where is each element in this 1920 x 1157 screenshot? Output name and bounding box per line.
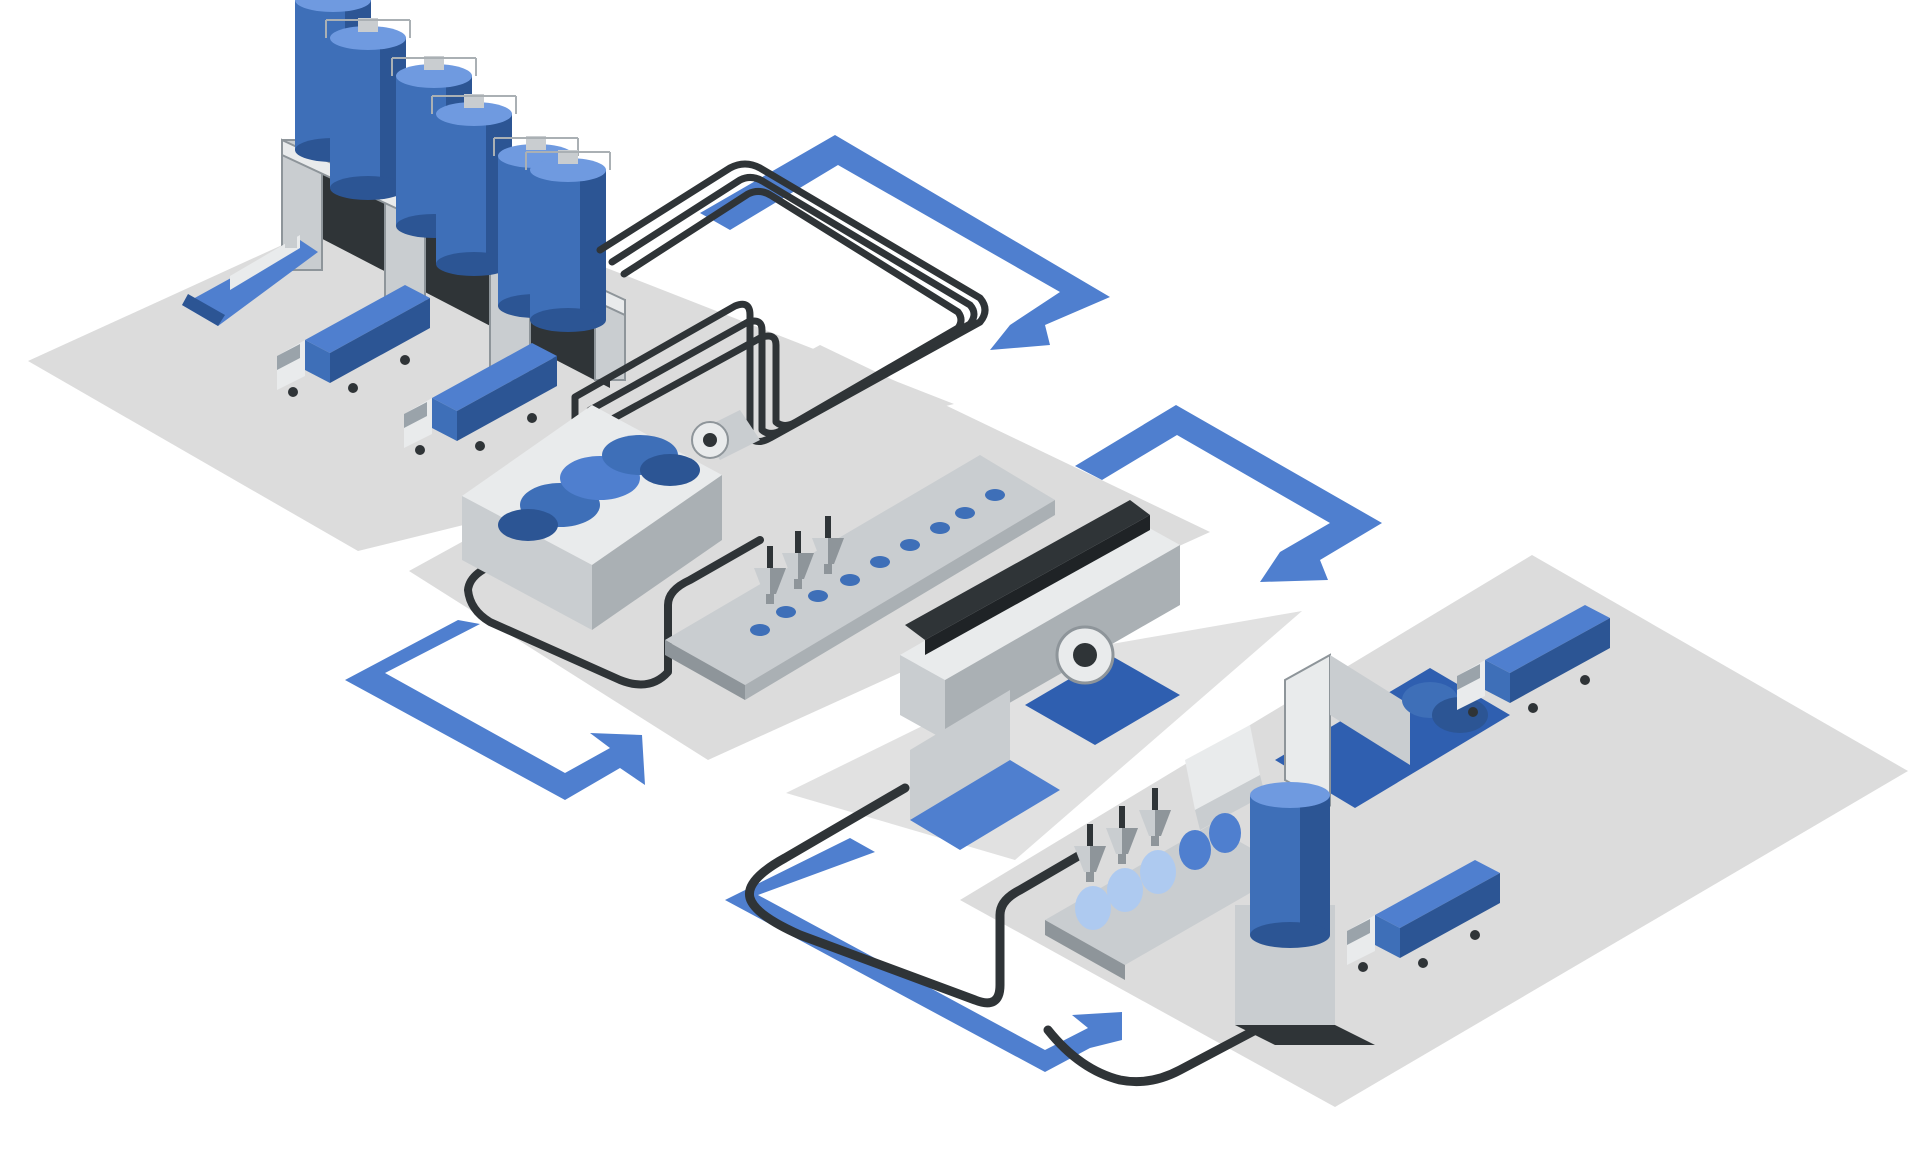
raw-material-intake <box>182 0 626 455</box>
pipe-network <box>464 160 1270 1087</box>
extrusion <box>900 500 1180 850</box>
dosing <box>665 455 1055 700</box>
mixing <box>462 405 760 630</box>
bottle <box>1075 886 1111 930</box>
mixing-vat <box>462 405 722 630</box>
electric-motor <box>691 410 760 460</box>
floor-packaging <box>960 555 1908 1107</box>
silo <box>525 149 611 333</box>
cargo-ship <box>182 230 318 326</box>
filling <box>1045 725 1290 980</box>
storage-silo <box>1235 782 1375 1045</box>
flow-arrow-2 <box>1075 405 1382 582</box>
flow-arrow-3 <box>345 620 645 800</box>
filling-machine <box>1185 725 1265 830</box>
bottle <box>1179 830 1211 870</box>
floor-mixing <box>409 345 1210 760</box>
conveyor <box>1045 825 1290 980</box>
pipe <box>601 187 965 469</box>
flow-arrow-1 <box>700 135 1110 350</box>
gearbox <box>910 690 1060 850</box>
bottle <box>1209 813 1241 853</box>
pipe <box>586 173 978 464</box>
bottles <box>1075 813 1241 930</box>
pipe <box>571 160 989 459</box>
bottle <box>1140 850 1176 894</box>
extruder-barrel <box>905 500 1150 640</box>
pipe <box>464 536 764 689</box>
bottle <box>1107 868 1143 912</box>
pipe <box>744 783 1085 1008</box>
packaging-shipping <box>1235 605 1610 1045</box>
product-pieces <box>750 489 1005 636</box>
motor <box>1025 625 1180 745</box>
wrapping-station <box>1275 653 1510 808</box>
pipe <box>1043 1020 1270 1087</box>
flow-arrow-4 <box>725 838 1122 1072</box>
flow-arrows <box>345 135 1382 1072</box>
mixing-contents <box>498 435 700 541</box>
